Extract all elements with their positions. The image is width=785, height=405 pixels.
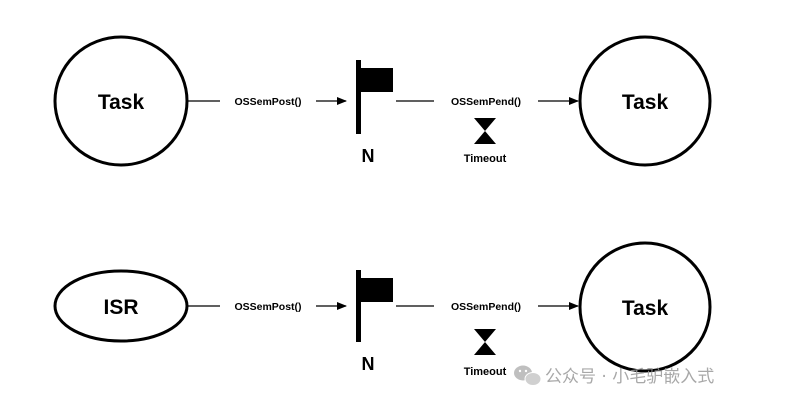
semaphore-count-label: N xyxy=(362,354,375,374)
target-task-label: Task xyxy=(622,91,669,114)
row-isr-to-task: ISR OSSemPost() N OSSemPend() Timeout Ta… xyxy=(53,241,712,378)
pend-label-bg xyxy=(434,93,538,109)
post-call-label: OSSemPost() xyxy=(234,301,301,313)
watermark-text: 公众号 · 小毛驴嵌入式 xyxy=(545,367,714,387)
watermark: 公众号 · 小毛驴嵌入式 xyxy=(514,365,714,387)
post-call-label: OSSemPost() xyxy=(234,96,301,108)
target-task-circle xyxy=(578,241,712,373)
source-isr-label: ISR xyxy=(103,296,138,319)
post-label-bg xyxy=(220,93,316,109)
pend-label-bg xyxy=(434,298,538,314)
hourglass-icon xyxy=(474,118,496,144)
wechat-icon xyxy=(514,365,542,386)
timeout-label: Timeout xyxy=(464,153,507,165)
semaphore-flag-icon xyxy=(356,60,393,134)
timeout-label: Timeout xyxy=(464,366,507,378)
source-task-label: Task xyxy=(98,91,145,114)
post-label-bg xyxy=(220,298,316,314)
semaphore-flag-icon xyxy=(356,270,393,342)
row-task-to-task: Task OSSemPost() N OSSemPend() Timeout T… xyxy=(53,35,712,167)
pend-call-label: OSSemPend() xyxy=(451,301,521,313)
hourglass-icon xyxy=(474,329,496,355)
target-task-circle xyxy=(578,35,712,167)
pend-call-label: OSSemPend() xyxy=(451,96,521,108)
target-task-label: Task xyxy=(622,297,669,320)
semaphore-count-label: N xyxy=(362,146,375,166)
